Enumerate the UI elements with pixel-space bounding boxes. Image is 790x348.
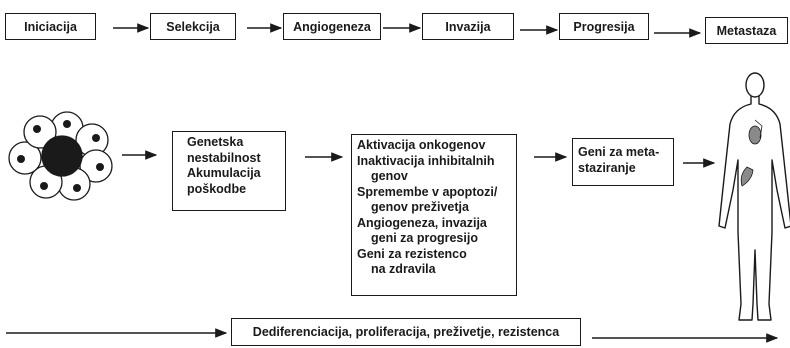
molecular-line: na zdravila (371, 262, 436, 276)
molecular-changes-box: Aktivacija onkogenov Inaktivacija inhibi… (351, 134, 517, 296)
stage-progresija: Progresija (559, 13, 649, 40)
stage-iniciacija: Iniciacija (5, 13, 96, 40)
stage-angiogeneza: Angiogeneza (283, 13, 381, 40)
stage-metastaza: Metastaza (705, 17, 788, 44)
metastasis-genes-line: staziranje (578, 160, 636, 175)
stage-iniciacija-label: Iniciacija (24, 19, 77, 34)
human-body-icon (718, 72, 790, 321)
stage-selekcija-label: Selekcija (166, 19, 220, 34)
molecular-line: Geni za rezistenco (357, 246, 467, 261)
molecular-line: Inaktivacija inhibitalnih (357, 153, 495, 168)
stage-invazija-label: Invazija (445, 19, 491, 34)
molecular-line: geni za progresijo (371, 231, 478, 245)
stage-progresija-label: Progresija (573, 19, 635, 34)
stage-metastaza-label: Metastaza (716, 23, 777, 38)
genetic-line: Akumulacija (187, 166, 261, 180)
molecular-line: Angiogeneza, invazija (357, 215, 487, 230)
bottom-process-box: Dediferenciacija, proliferacija, prežive… (231, 318, 581, 346)
cell-cluster-icon (8, 111, 113, 201)
metastasis-genes-box: Geni za meta- staziranje (572, 138, 674, 186)
molecular-line: Aktivacija onkogenov (357, 138, 486, 152)
molecular-line: Spremembe v apoptozi/ (357, 184, 498, 199)
stage-angiogeneza-label: Angiogeneza (293, 19, 371, 34)
stage-selekcija: Selekcija (150, 13, 236, 40)
genetic-line: poškodbe (187, 181, 247, 196)
molecular-line: genov preživetja (371, 200, 469, 214)
genetic-line: nestabilnost (187, 150, 261, 165)
metastasis-genes-line: Geni za meta- (578, 145, 660, 159)
genetic-instability-box: Genetska nestabilnost Akumulacija poškod… (172, 131, 286, 211)
genetic-line: Genetska (187, 135, 244, 149)
bottom-process-label: Dediferenciacija, proliferacija, prežive… (252, 325, 560, 339)
stage-invazija: Invazija (422, 13, 514, 40)
molecular-line: genov (371, 169, 408, 183)
